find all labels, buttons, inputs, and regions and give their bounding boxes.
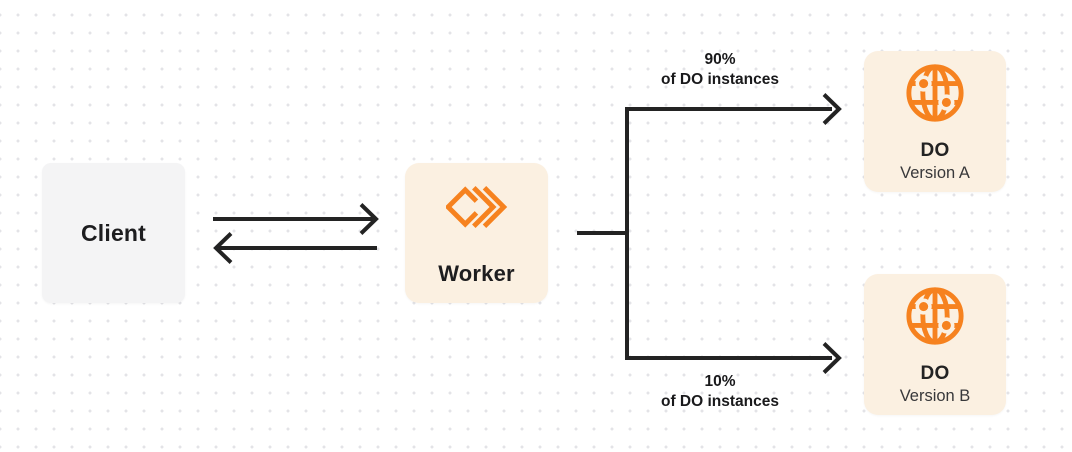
branch-connector	[577, 107, 832, 360]
arrow-branch-top	[822, 93, 842, 125]
branch-bottom-percent: 10%	[704, 373, 736, 390]
do-version-a-node: DO Version A	[864, 51, 1006, 192]
do-a-title: DO	[920, 140, 950, 161]
durable-object-globe-icon	[906, 64, 964, 122]
do-a-subtitle: Version A	[900, 164, 970, 182]
worker-node: Worker	[405, 163, 548, 303]
workers-chevron-icon	[445, 186, 507, 228]
do-b-title: DO	[920, 363, 950, 384]
branch-top-percent: 90%	[704, 51, 736, 68]
do-b-subtitle: Version B	[899, 387, 971, 405]
arrow-branch-bottom	[822, 342, 842, 374]
durable-object-globe-icon	[906, 287, 964, 345]
worker-label: Worker	[438, 261, 515, 286]
branch-bottom-label: 10% of DO instances	[620, 372, 820, 412]
branch-bottom-caption: of DO instances	[661, 393, 779, 410]
branch-top-label: 90% of DO instances	[620, 50, 820, 90]
arrow-worker-to-client	[213, 232, 377, 264]
client-label: Client	[80, 219, 147, 246]
do-version-b-node: DO Version B	[864, 274, 1006, 415]
arrow-client-to-worker	[213, 203, 379, 235]
client-node: Client	[42, 163, 185, 303]
branch-top-caption: of DO instances	[661, 71, 779, 88]
